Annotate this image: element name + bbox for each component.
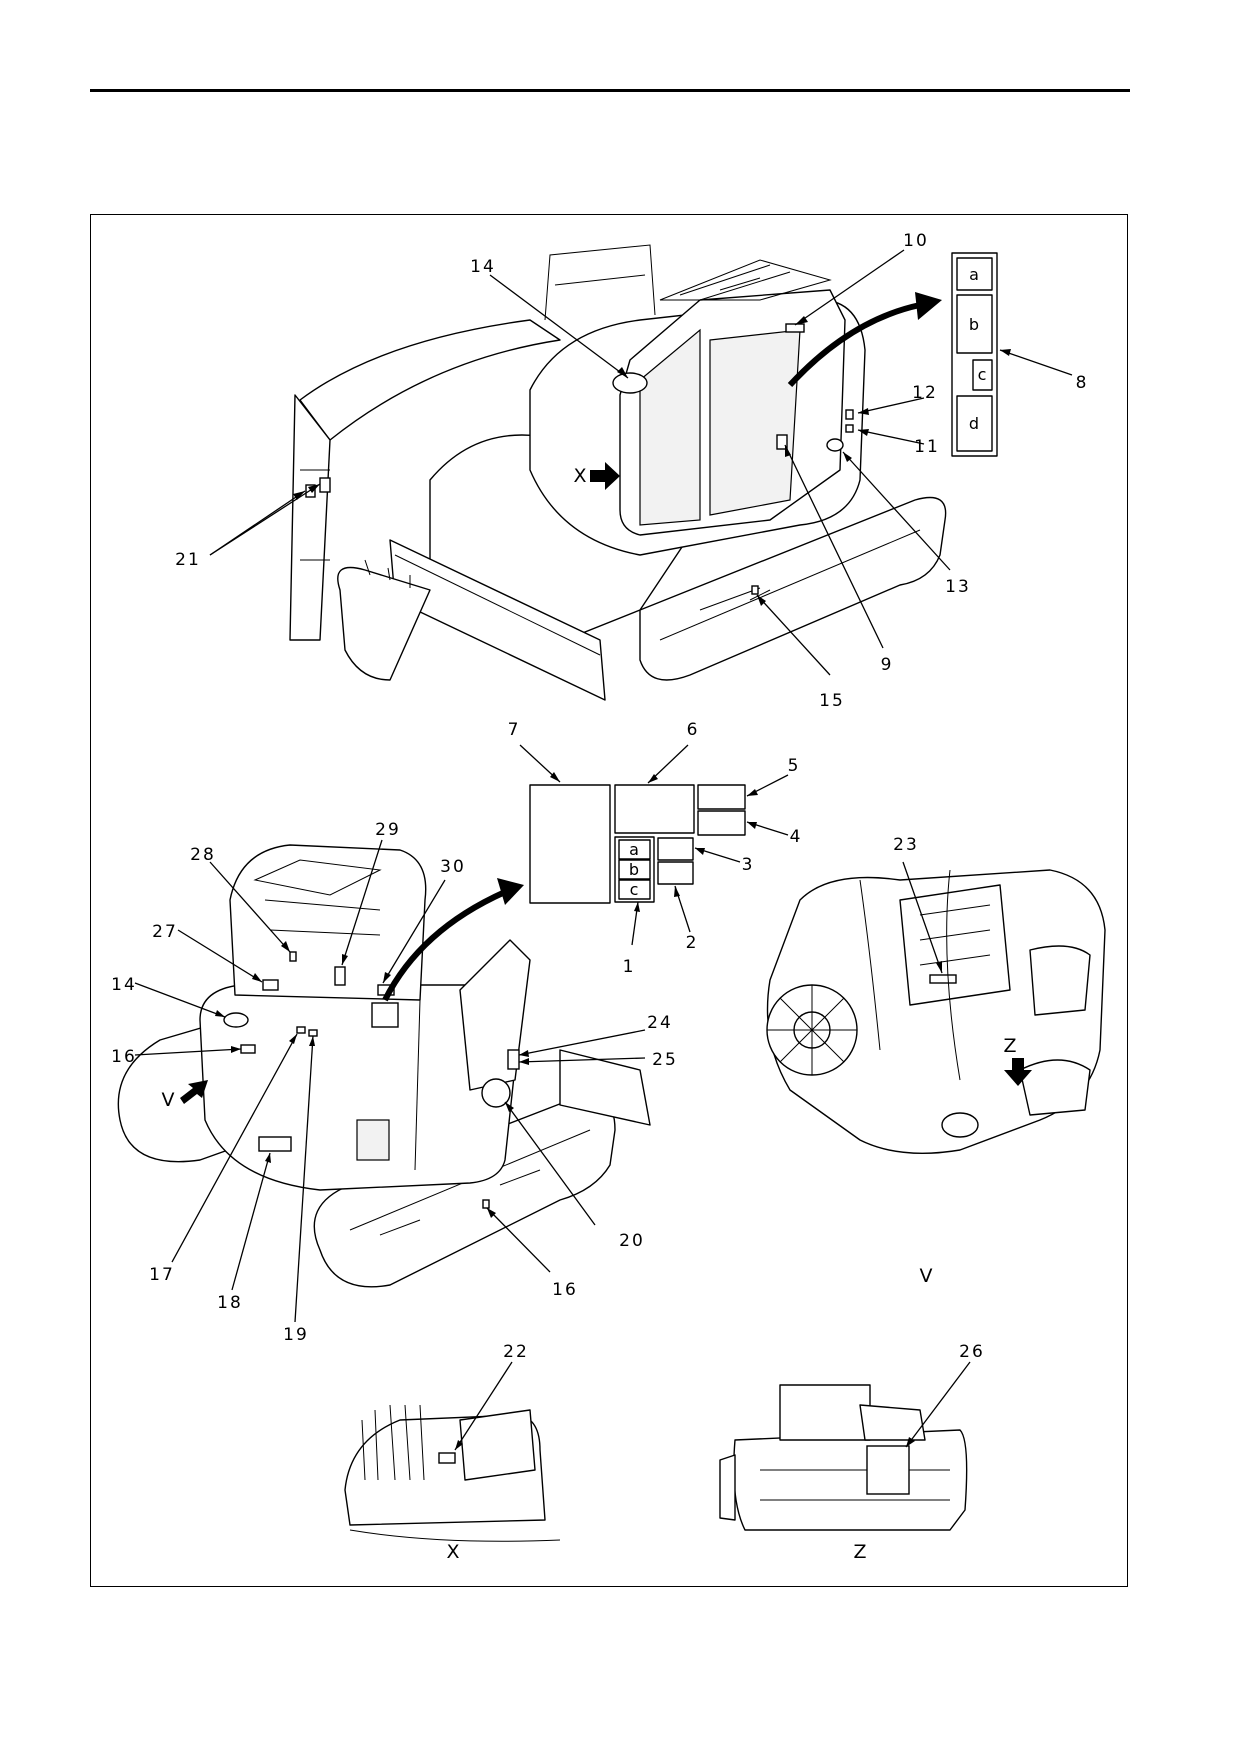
callout-11: 11 xyxy=(914,437,940,457)
center-slot-c: c xyxy=(630,880,639,899)
callout-18: 18 xyxy=(217,1293,243,1313)
view-x-arrow xyxy=(590,462,620,490)
panel8-slot-b: b xyxy=(969,315,979,334)
panel8-slot-a: a xyxy=(969,265,979,284)
label-14-top-patch xyxy=(612,372,648,394)
callout-6: 6 xyxy=(687,720,700,740)
label-19-patch xyxy=(308,1029,318,1037)
excavator-rear-view: V xyxy=(117,844,651,1288)
callout-21: 21 xyxy=(175,550,201,570)
bucket xyxy=(337,566,431,681)
label-9-patch xyxy=(776,434,788,450)
label-11-patch xyxy=(845,424,854,433)
label-20-patch xyxy=(481,1078,511,1108)
rear-dozer-edge xyxy=(559,1049,651,1126)
label-12-patch xyxy=(845,409,854,420)
label-29-patch xyxy=(334,966,346,986)
callout-4: 4 xyxy=(790,827,803,847)
label-13-patch xyxy=(826,438,844,452)
callout-16-bottom: 16 xyxy=(552,1280,578,1300)
label-10-patch xyxy=(785,323,805,333)
caption-view-v: V xyxy=(920,1265,933,1287)
center-slot-a: a xyxy=(629,840,639,859)
caption-detail-x: X xyxy=(446,1541,459,1563)
detail-view-z: 26 Z xyxy=(719,1342,985,1563)
center-panel-leaders xyxy=(519,744,789,946)
callout-2: 2 xyxy=(686,933,699,953)
callout-29: 29 xyxy=(375,820,401,840)
callout-1: 1 xyxy=(623,957,636,977)
callout-15: 15 xyxy=(819,691,845,711)
callout-7: 7 xyxy=(508,720,521,740)
figure-frame xyxy=(90,214,1128,1587)
label-15-patch xyxy=(751,585,759,595)
rear-cab xyxy=(229,844,427,1001)
label-16-left-patch xyxy=(240,1044,256,1054)
label-27-patch xyxy=(262,979,279,991)
detail-view-x: 22 X xyxy=(344,1342,561,1563)
label-30b-patch xyxy=(371,1002,399,1028)
rear-view-leaders xyxy=(134,839,646,1323)
label-23-patch xyxy=(929,974,957,984)
label-21a-patch xyxy=(305,484,316,498)
callout-8: 8 xyxy=(1076,373,1089,393)
label-panel-center: a b c xyxy=(529,784,746,904)
boom xyxy=(299,319,561,441)
arm xyxy=(289,394,331,641)
callout-20: 20 xyxy=(619,1231,645,1251)
label-21b-patch xyxy=(319,477,331,493)
callout-14-top: 14 xyxy=(470,257,496,277)
center-slot-b: b xyxy=(629,860,639,879)
panel8-slot-d: d xyxy=(969,414,979,433)
label-17-patch xyxy=(296,1026,306,1034)
callout-25: 25 xyxy=(652,1050,678,1070)
view-v-marker: V xyxy=(162,1089,175,1111)
header-rule xyxy=(90,89,1130,92)
label-14-rear-patch xyxy=(223,1012,249,1028)
callout-13: 13 xyxy=(945,577,971,597)
label-16-bottom-patch xyxy=(482,1199,490,1209)
top-view-callouts: 14 10 8 12 11 13 9 15 21 xyxy=(175,231,1089,711)
callout-19: 19 xyxy=(283,1325,309,1345)
label-24-25-patch xyxy=(507,1049,520,1070)
callout-3: 3 xyxy=(742,855,755,875)
callout-16-left: 16 xyxy=(111,1047,137,1067)
callout-28: 28 xyxy=(190,845,216,865)
label-22-patch xyxy=(438,1452,456,1464)
callout-23: 23 xyxy=(893,835,919,855)
callout-10: 10 xyxy=(903,231,929,251)
view-v-arrow xyxy=(180,1080,208,1104)
callout-9: 9 xyxy=(881,655,894,675)
engine-view-v: Z 23 V xyxy=(766,835,1106,1287)
starter-motor-body xyxy=(733,1429,968,1531)
callout-27: 27 xyxy=(152,922,178,942)
caption-detail-z: Z xyxy=(853,1541,866,1563)
right-track xyxy=(639,496,947,681)
callout-26: 26 xyxy=(959,1342,985,1362)
panel8-slot-c: c xyxy=(978,365,987,384)
label-panel-8: a b c d xyxy=(951,252,998,457)
callout-12: 12 xyxy=(912,383,938,403)
callout-17: 17 xyxy=(149,1265,175,1285)
label-26-patch xyxy=(866,1445,910,1495)
view-x-marker: X xyxy=(573,465,586,487)
callout-5: 5 xyxy=(788,756,801,776)
view-z-marker: Z xyxy=(1003,1035,1016,1057)
view-z-arrow xyxy=(1004,1058,1032,1086)
top-view-leaders xyxy=(209,249,1073,676)
callout-22: 22 xyxy=(503,1342,529,1362)
rear-right-track xyxy=(313,1095,616,1288)
center-panel-callouts: 7 6 5 4 3 2 1 xyxy=(508,720,803,977)
callout-24: 24 xyxy=(647,1013,673,1033)
callout-14-rear: 14 xyxy=(111,975,137,995)
label-28-patch xyxy=(289,951,297,962)
label-18-patch xyxy=(258,1136,292,1152)
rear-view-callouts: 28 29 30 27 14 16 17 18 19 20 16 24 25 xyxy=(111,820,678,1345)
excavator-front-view: X xyxy=(289,244,947,701)
callout-30: 30 xyxy=(440,857,466,877)
